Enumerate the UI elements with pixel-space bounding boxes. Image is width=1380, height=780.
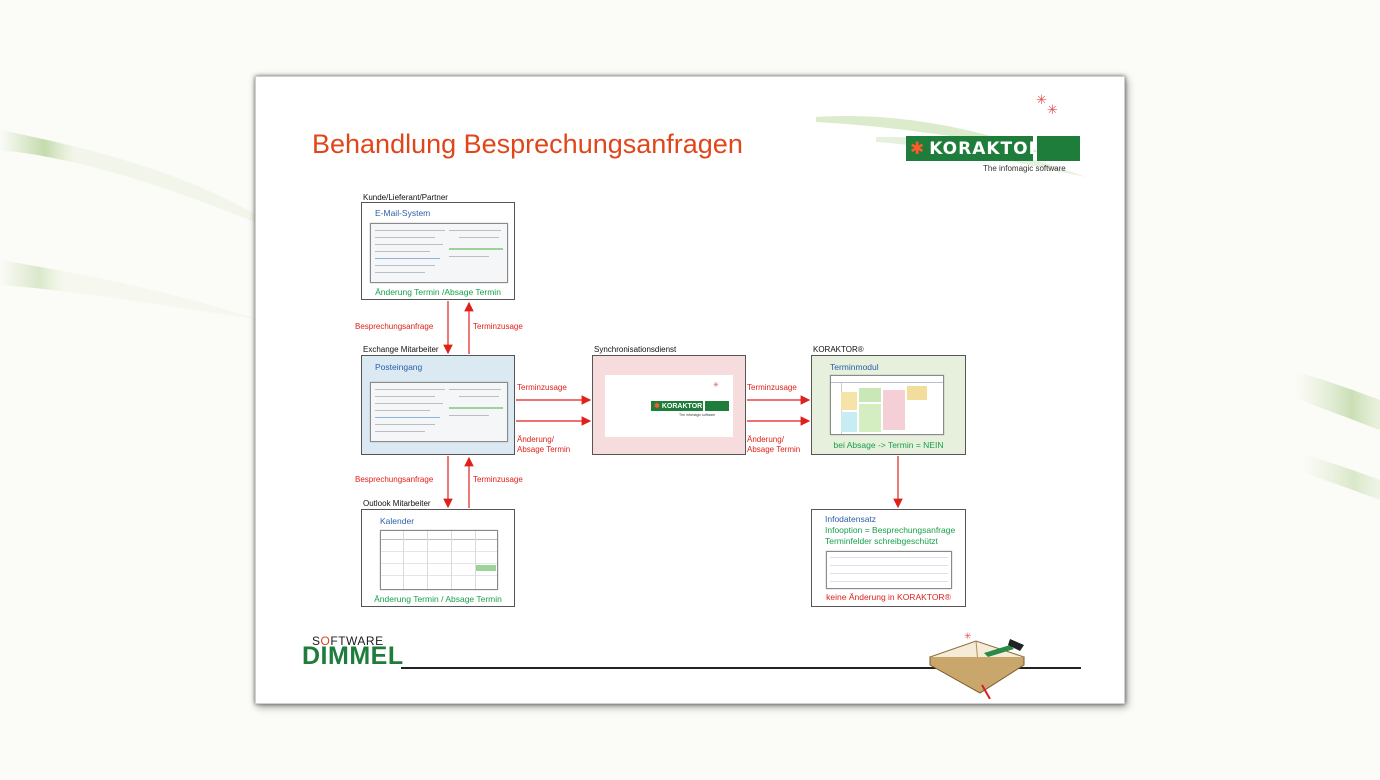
node-exchange-posteingang: Posteingang: [361, 355, 515, 455]
edge-label: Terminzusage: [473, 322, 523, 331]
node-title: Posteingang: [375, 362, 423, 372]
node-title: Kalender: [380, 516, 415, 526]
node-title: Infodatensatz: [825, 514, 877, 524]
sync-logo: ✱ KORAKTOR: [651, 401, 703, 411]
sync-logo-block: [705, 401, 729, 411]
node-title: E-Mail-System: [375, 208, 431, 218]
edge-label: Absage Termin: [747, 445, 801, 454]
footer-dimmel: DIMMEL: [302, 642, 404, 670]
info-line-1: Infooption = Besprechungsanfrage: [825, 525, 956, 535]
logo-tagline: The infomagic software: [983, 164, 1066, 173]
group-label-outlook: Outlook Mitarbeiter: [363, 499, 431, 508]
sparkle-icon: ✳: [713, 382, 719, 389]
node-infodatensatz: Infodatensatz Infooption = Besprechungsa…: [811, 509, 966, 607]
node-title: Terminmodul: [830, 362, 879, 372]
star-icon: ✱: [910, 138, 926, 159]
svg-text:✳: ✳: [964, 632, 972, 642]
footer-divider: [401, 667, 1081, 669]
logo-box: ✱ KORAKTOR®: [906, 136, 1051, 161]
edge-label: Änderung/: [747, 435, 784, 444]
star-icon: ✱: [654, 403, 660, 410]
group-label-koraktor: KORAKTOR®: [813, 345, 864, 354]
footer-software: SOFTWARE: [312, 634, 384, 648]
edge-label: Absage Termin: [517, 445, 571, 454]
logo-block: [1037, 136, 1080, 161]
connector-arrows: [443, 301, 903, 509]
calendar-screenshot: [380, 530, 498, 590]
group-label-email: Kunde/Lieferant/Partner: [363, 193, 448, 202]
info-screenshot: [826, 551, 952, 589]
node-footer: Änderung Termin /Absage Termin: [375, 287, 501, 297]
sync-logo-panel: ✱ KORAKTOR The infomagic software ✳: [605, 375, 733, 437]
inbox-screenshot: [370, 382, 508, 442]
edge-label: Besprechungsanfrage: [355, 475, 434, 484]
edge-label: Terminzusage: [517, 383, 567, 392]
open-book-icon: ✳: [928, 632, 1026, 699]
info-line-2: Terminfelder schreibgeschützt: [825, 536, 938, 546]
node-email-system: E-Mail-System Änderung Termin /Absage Te…: [361, 202, 515, 300]
sync-logo-tagline: The infomagic software: [679, 413, 716, 417]
terminmodul-screenshot: [830, 375, 944, 435]
group-label-exchange: Exchange Mitarbeiter: [363, 345, 439, 354]
edge-label: Änderung/: [517, 435, 554, 444]
node-footer: bei Absage -> Termin = NEIN: [833, 440, 944, 450]
node-footer: Änderung Termin / Absage Termin: [374, 594, 502, 604]
slide-title: Behandlung Besprechungsanfragen: [312, 129, 743, 159]
group-label-sync: Synchronisationsdienst: [594, 345, 677, 354]
node-synchronisationsdienst: ✱ KORAKTOR The infomagic software ✳: [592, 355, 746, 455]
slide: Behandlung Besprechungsanfragen ✳ ✳ ✱ KO…: [255, 76, 1125, 704]
edge-label: Terminzusage: [473, 475, 523, 484]
node-koraktor-terminmodul: Terminmodul bei Absage -> Termin = NEIN: [811, 355, 966, 455]
edge-label: Besprechungsanfrage: [355, 322, 434, 331]
logo-brand: KORAKTOR: [929, 138, 1043, 159]
email-screenshot: [370, 223, 508, 283]
edge-label: Terminzusage: [747, 383, 797, 392]
sparkle-icon: ✳ ✳: [1036, 92, 1058, 117]
node-outlook-kalender: Kalender Änderung Termin / Absage Termin: [361, 509, 515, 607]
node-footer: keine Änderung in KORAKTOR®: [826, 592, 951, 602]
